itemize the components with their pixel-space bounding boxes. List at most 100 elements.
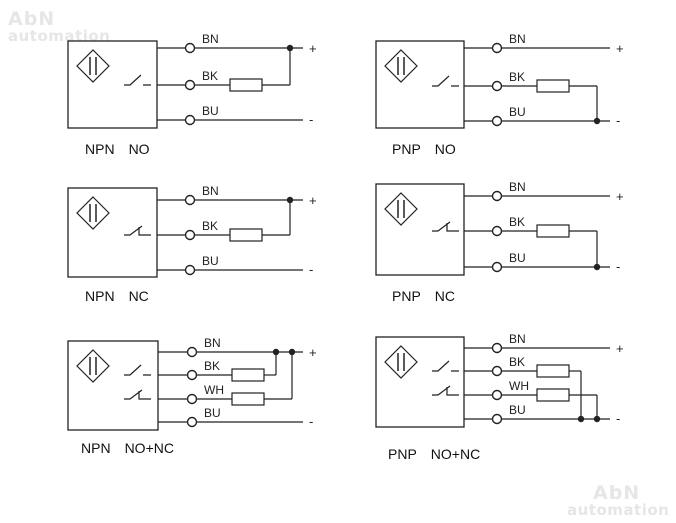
negative-supply-sign: - (616, 259, 620, 274)
switch-no-contact (124, 364, 151, 376)
terminal-circle (184, 114, 196, 126)
sensor-diamond (384, 49, 418, 83)
watermark-subtitle: automation (8, 27, 111, 45)
caption-type: PNP (392, 141, 421, 157)
switch-nc-contact (432, 221, 459, 232)
switch-no-contact (432, 75, 459, 87)
proximity-sensor-icon (384, 49, 418, 83)
wire-color-label: BK (204, 359, 220, 373)
proximity-sensor-icon (76, 49, 110, 83)
wire-color-label: BN (509, 32, 526, 46)
wire-color-label: BK (202, 219, 218, 233)
load-resistor (229, 78, 263, 92)
terminal-circle (186, 369, 198, 381)
load-resistor (229, 228, 263, 242)
proximity-sensor-icon (76, 196, 110, 230)
wire-color-label: BN (509, 180, 526, 194)
wire-color-label: BU (509, 251, 526, 265)
junction-dot (286, 196, 294, 204)
watermark-top-left: AbN automation (8, 10, 110, 44)
switch-no-symbol (124, 74, 151, 86)
wire-color-label: WH (204, 383, 224, 397)
caption-mode: NO (128, 141, 150, 157)
panel-npn-nonc: BN BK WH BU + - (67, 336, 317, 431)
sensor-housing (67, 187, 158, 278)
terminal-circle (186, 346, 198, 358)
wire-color-label: BU (202, 104, 219, 118)
terminal-circle (184, 264, 196, 276)
wire-color-label: BN (202, 32, 219, 46)
caption-type: PNP (388, 446, 417, 462)
caption-type: NPN (81, 440, 111, 456)
switch-nc-contact (124, 225, 151, 236)
caption-type: PNP (392, 288, 421, 304)
switch-no-contact (432, 360, 459, 372)
wire-color-label: BU (509, 403, 526, 417)
positive-supply-sign: + (309, 193, 317, 208)
sensor-diamond (384, 345, 418, 379)
wire-color-label: BN (509, 332, 526, 346)
caption-mode: NC (128, 288, 149, 304)
proximity-sensor-icon (76, 349, 110, 383)
sensor-diamond (76, 196, 110, 230)
terminal-circle (491, 225, 503, 237)
load-resistor (536, 364, 570, 378)
terminal-circle (491, 342, 503, 354)
caption-type: NPN (85, 141, 115, 157)
caption-type: NPN (85, 288, 115, 304)
load-resistor (536, 388, 570, 402)
watermark-subtitle: automation (567, 501, 670, 519)
switch-no-symbol (432, 360, 459, 372)
switch-nc-contact (432, 385, 459, 396)
caption-npn-nc: NPN NC (85, 288, 149, 304)
proximity-sensor-icon (384, 345, 418, 379)
terminal-circle (491, 365, 503, 377)
positive-supply-sign: + (616, 341, 624, 356)
load-resistor (231, 392, 265, 406)
junction-dot (593, 263, 601, 271)
junction-dot (286, 44, 294, 52)
switch-nc-symbol (432, 221, 459, 232)
negative-supply-sign: - (616, 411, 620, 426)
proximity-sensor-icon (384, 192, 418, 226)
switch-no-symbol (432, 75, 459, 87)
switch-no-symbol (124, 364, 151, 376)
wire-color-label: BU (204, 406, 221, 420)
terminal-circle (491, 80, 503, 92)
junction-dot (593, 415, 601, 423)
negative-supply-sign: - (309, 414, 313, 429)
load-resistor (536, 224, 570, 238)
wire-color-label: BN (204, 336, 221, 350)
wire-color-label: BU (202, 254, 219, 268)
junction-dot (577, 415, 585, 423)
terminal-circle (186, 393, 198, 405)
watermark-bottom-right: AbN automation (567, 484, 669, 518)
wire-color-label: BK (509, 355, 525, 369)
sensor-housing (375, 183, 465, 276)
sensor-diamond (76, 49, 110, 83)
junction-dot (288, 348, 296, 356)
negative-supply-sign: - (309, 112, 313, 127)
sensor-diamond (384, 192, 418, 226)
terminal-circle (491, 190, 503, 202)
terminal-circle (184, 79, 196, 91)
positive-supply-sign: + (616, 41, 624, 56)
wire-color-label: BU (509, 105, 526, 119)
negative-supply-sign: - (616, 113, 620, 128)
wire-color-label: BK (509, 215, 525, 229)
wire-color-label: BN (202, 184, 219, 198)
switch-nc-symbol (432, 385, 459, 396)
sensor-diamond (76, 349, 110, 383)
switch-nc-contact (124, 389, 151, 400)
positive-supply-sign: + (309, 345, 317, 360)
terminal-circle (491, 42, 503, 54)
